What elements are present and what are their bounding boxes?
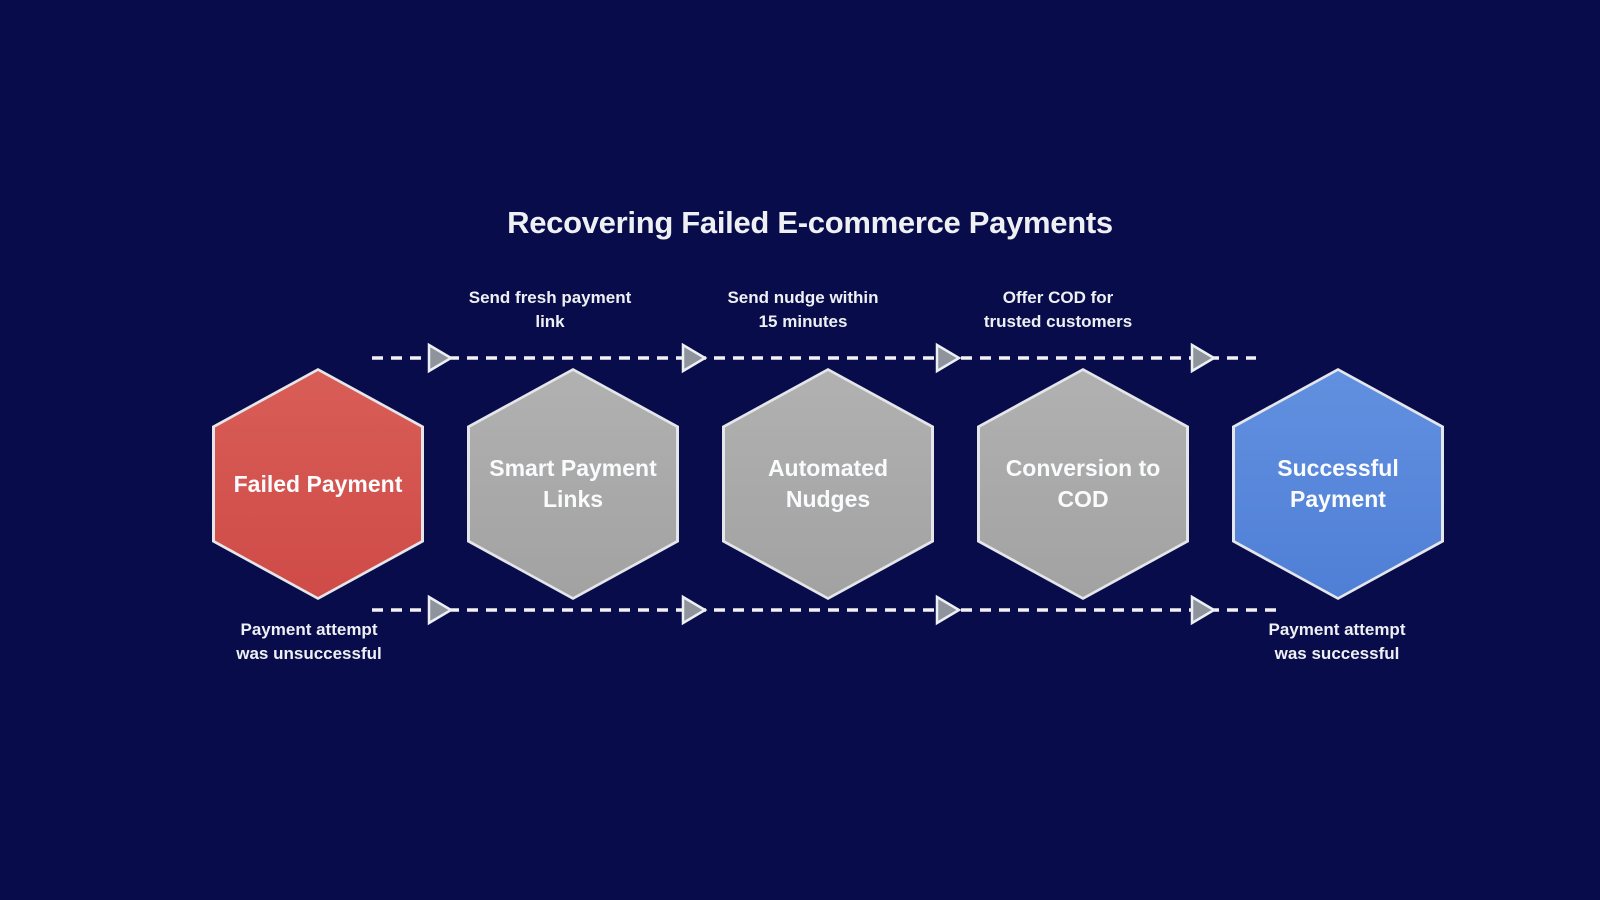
- step-label: Failed Payment: [233, 470, 403, 497]
- bottom-dashed-arrow-line: [372, 594, 1278, 626]
- transition-label-send-nudge: Send nudge within 15 minutes: [727, 288, 879, 331]
- hexagon-step-smart-payment-links: Smart Payment Links: [467, 368, 679, 600]
- hexagon-step-successful-payment: Successful Payment: [1232, 368, 1444, 600]
- arrowhead-icon: [427, 594, 454, 626]
- hexagon-step-automated-nudges: Automated Nudges: [722, 368, 934, 600]
- arrowhead-icon: [681, 594, 708, 626]
- step-label: Smart Payment Links: [489, 455, 657, 512]
- top-dashed-arrow-line: [372, 342, 1256, 374]
- arrowhead-icon: [681, 342, 708, 374]
- hexagon-step-failed-payment: Failed Payment: [212, 368, 424, 600]
- arrowhead-icon: [935, 342, 962, 374]
- arrowhead-icon: [1190, 594, 1217, 626]
- step-label: Successful Payment: [1277, 455, 1399, 512]
- arrowhead-icon: [935, 594, 962, 626]
- transition-label-send-fresh-payment-link: Send fresh payment link: [468, 288, 632, 331]
- annotation-successful: Payment attempt was successful: [1268, 620, 1406, 663]
- diagram-title: Recovering Failed E-commerce Payments: [507, 205, 1113, 240]
- step-label: Automated Nudges: [767, 455, 889, 512]
- arrowhead-icon: [1190, 342, 1217, 374]
- step-label: Conversion to COD: [1005, 455, 1161, 512]
- annotation-unsuccessful: Payment attempt was unsuccessful: [236, 620, 382, 663]
- arrowhead-icon: [427, 342, 454, 374]
- hexagon-step-conversion-to-cod: Conversion to COD: [977, 368, 1189, 600]
- transition-label-offer-cod: Offer COD for trusted customers: [983, 288, 1133, 331]
